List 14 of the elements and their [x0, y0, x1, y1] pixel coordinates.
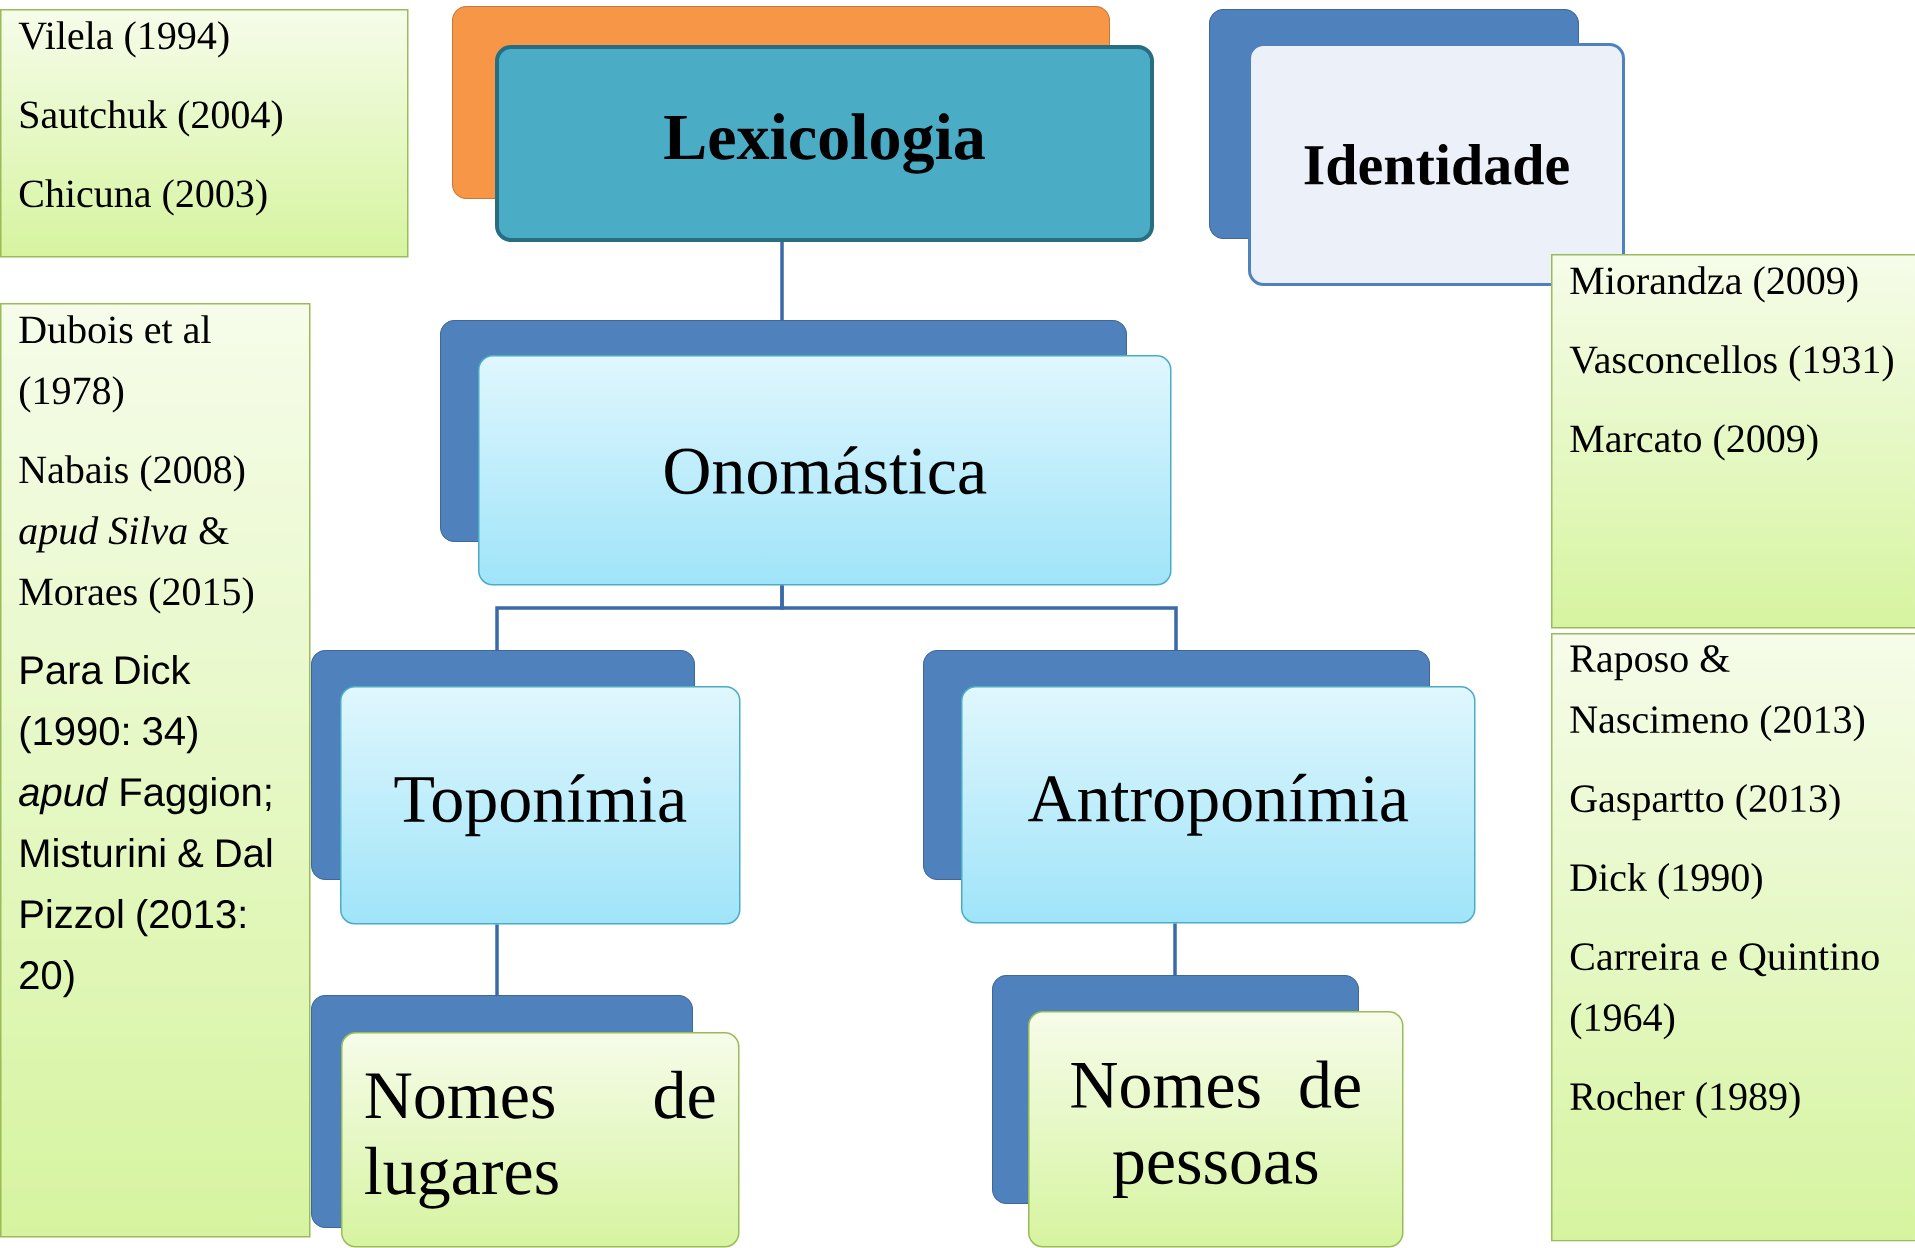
concept-box: Nomes de pessoas — [992, 975, 1404, 1248]
reference-box: Vilela (1994) Sautchuk (2004) Chicuna (2003) — [0, 9, 409, 258]
connector-line — [780, 585, 1178, 650]
concept-box: Onomástica — [440, 320, 1172, 586]
connector-line — [495, 924, 499, 995]
concept-box: Nomes de lugares — [311, 995, 740, 1248]
reference-box: Raposo & Nascimeno (2013) Gaspartto (2013) Dick (1990) Carreira e Quintino (1964) Rocher (1989) — [1551, 633, 1915, 1242]
connector-line — [780, 242, 784, 320]
connector-line — [1173, 923, 1177, 975]
concept-box: Toponímia — [311, 650, 741, 925]
concept-box: Antroponímia — [923, 650, 1476, 924]
concept-box: Lexicologia — [452, 6, 1154, 242]
reference-box: Dubois et al (1978) Nabais (2008) apud Silva & Moraes (2015) Para Dick (1990: 34) apud Faggion; Misturini & Dal Pizzol (2013: 20) — [0, 303, 311, 1238]
reference-box: Miorandza (2009) Vasconcellos (1931) Marcato (2009) — [1551, 254, 1915, 629]
